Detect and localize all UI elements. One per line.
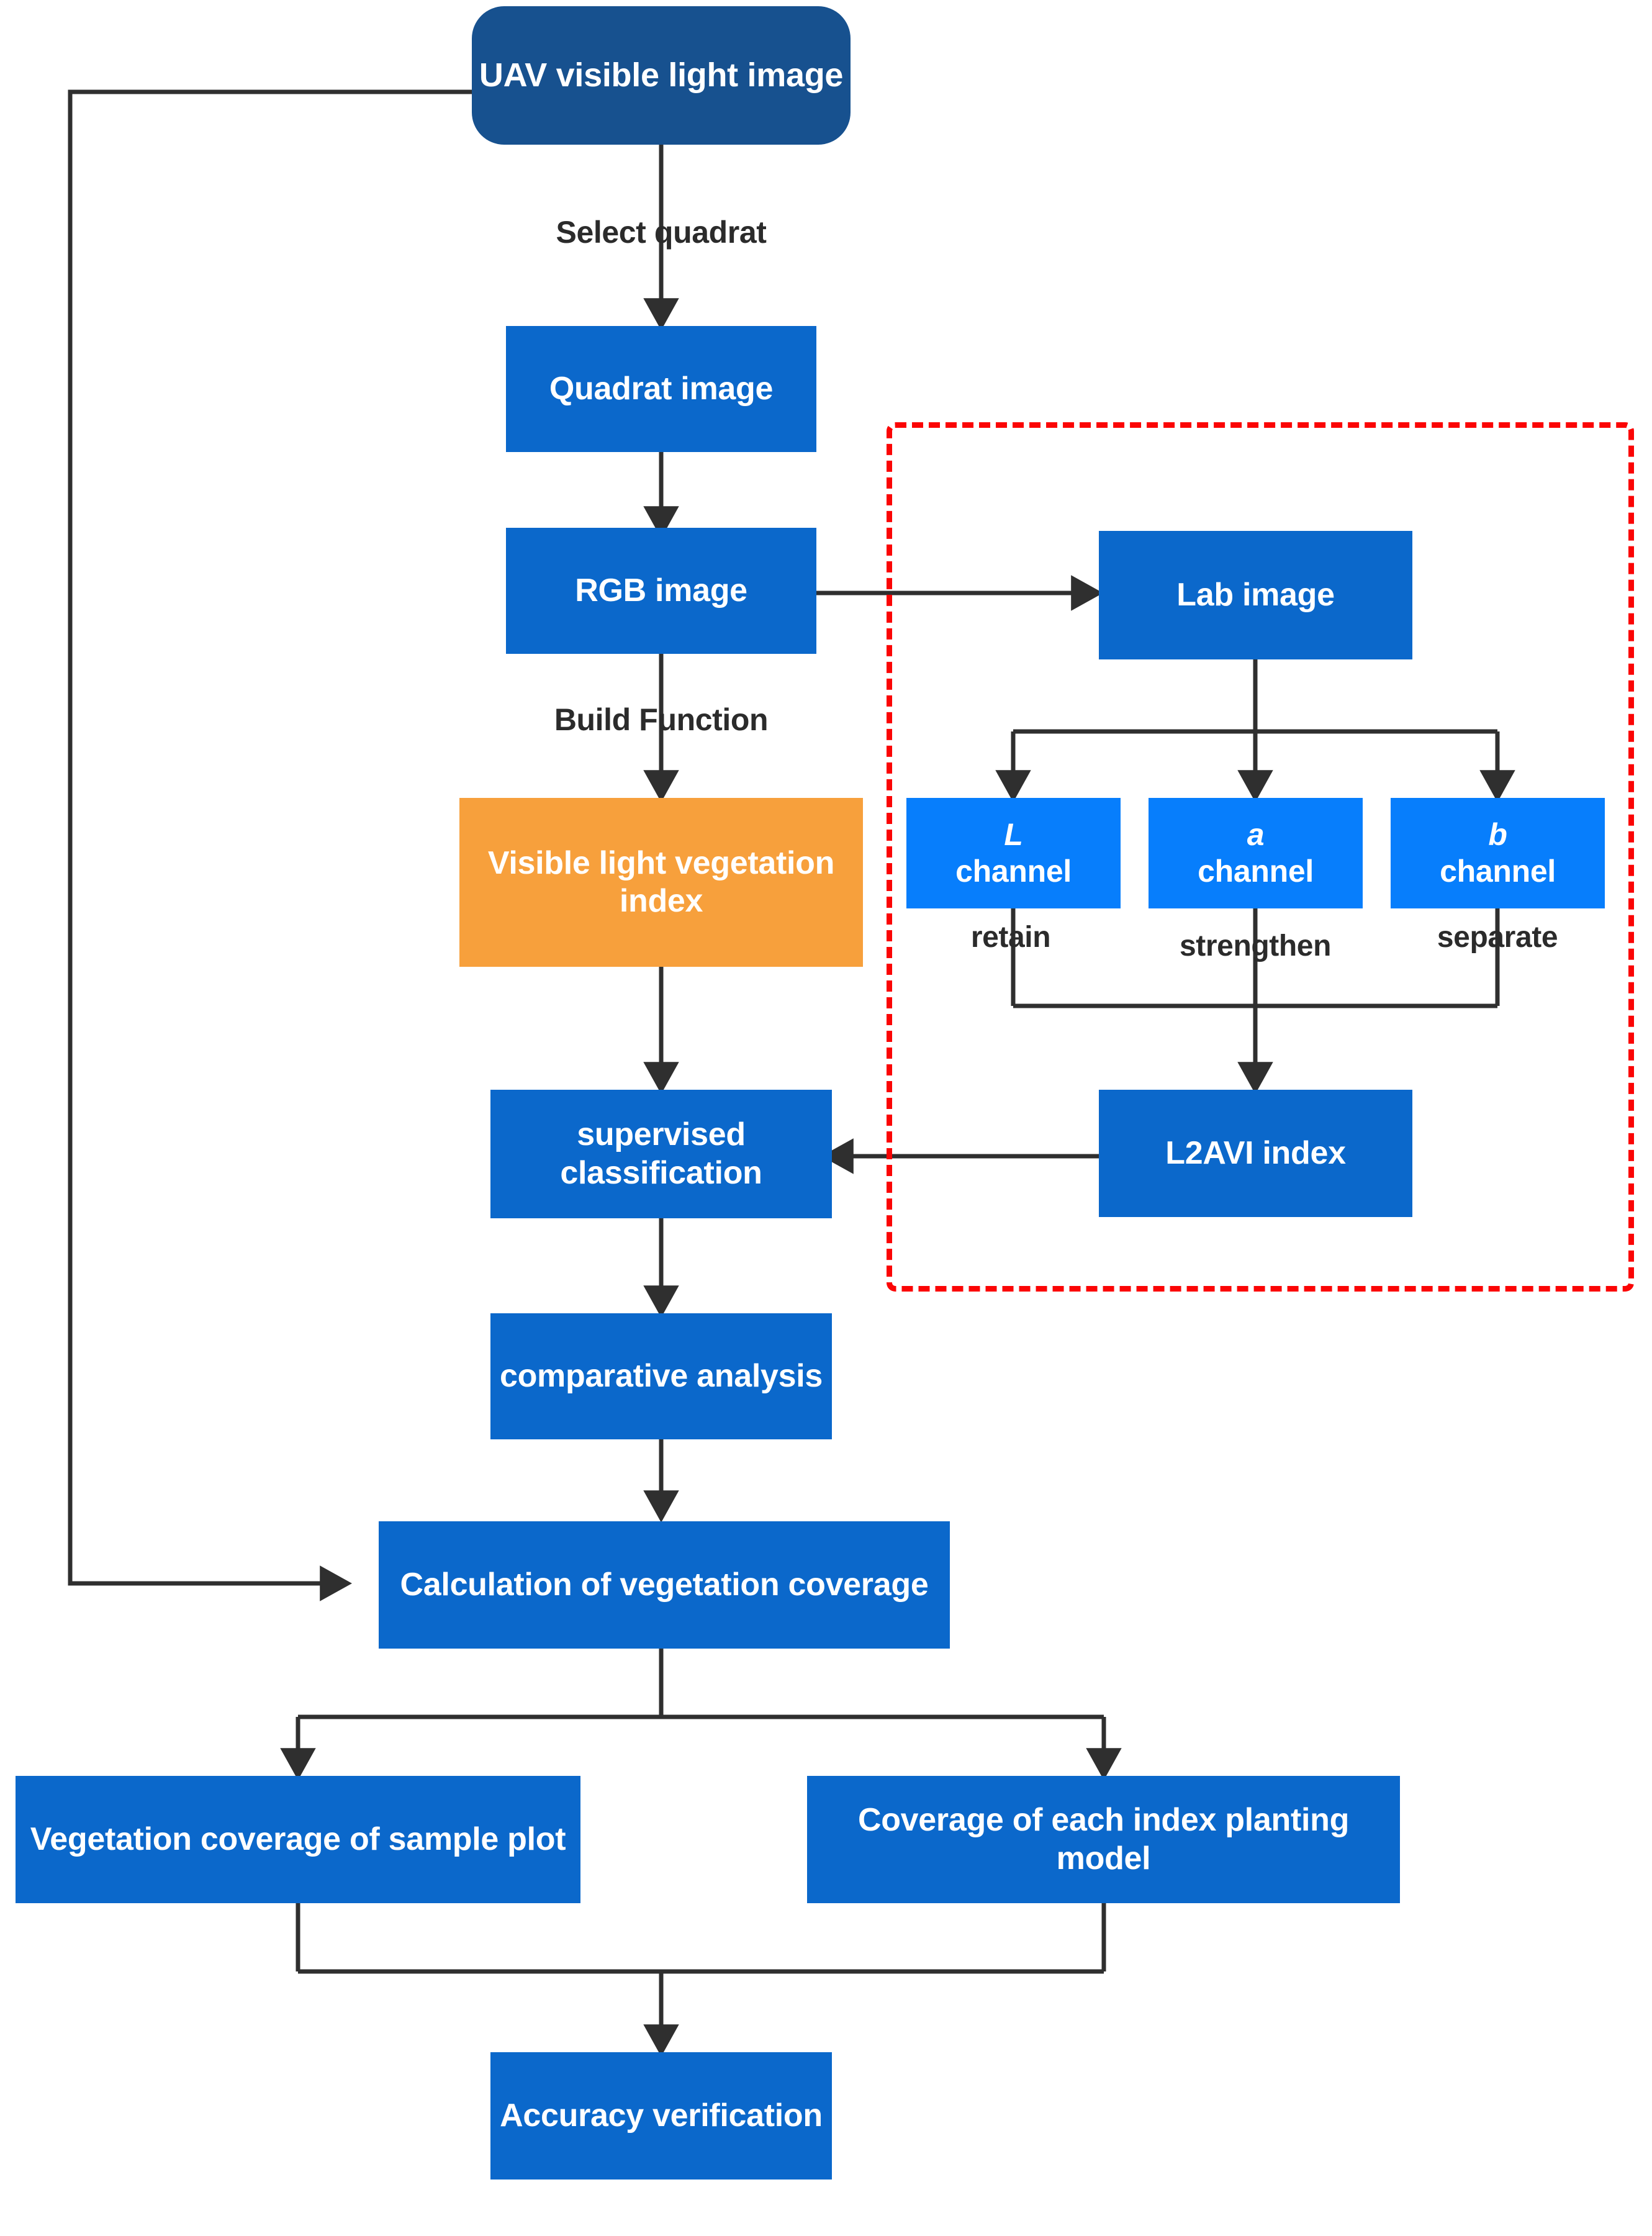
edge-label-retain: retain: [970, 921, 1051, 954]
edge-label-separate: separate: [1437, 921, 1558, 954]
node-comparative-analysis[interactable]: comparative analysis: [490, 1313, 832, 1439]
edge-label-build-function: Build Function: [554, 702, 769, 737]
l-channel-word: channel: [955, 854, 1072, 889]
node-lab-image[interactable]: Lab image: [1099, 531, 1412, 659]
node-calculation-of-vegetation-coverage[interactable]: Calculation of vegetation coverage: [379, 1521, 950, 1649]
edge-label-strengthen: strengthen: [1179, 930, 1332, 962]
node-coverage-of-each-index-planting-model[interactable]: Coverage of each index planting model: [807, 1776, 1400, 1903]
node-l-channel[interactable]: L channel: [906, 798, 1121, 908]
node-vegetation-coverage-of-sample-plot[interactable]: Vegetation coverage of sample plot: [16, 1776, 580, 1903]
a-channel-symbol: a: [1247, 817, 1265, 852]
node-supervised-classification[interactable]: supervised classification: [490, 1090, 832, 1218]
node-l2avi-index[interactable]: L2AVI index: [1099, 1090, 1412, 1217]
b-channel-word: channel: [1440, 854, 1556, 889]
node-visible-light-vegetation-index[interactable]: Visible light vegetation index: [459, 798, 863, 967]
node-rgb-image[interactable]: RGB image: [506, 528, 816, 654]
node-accuracy-verification[interactable]: Accuracy verification: [490, 2052, 832, 2179]
node-uav-visible-light-image[interactable]: UAV visible light image: [472, 6, 851, 145]
wire-feedback-uav-to-calculation: [68, 89, 472, 1601]
a-channel-word: channel: [1198, 854, 1314, 889]
edge-label-select-quadrat: Select quadrat: [556, 215, 767, 250]
b-channel-symbol: b: [1488, 817, 1507, 852]
l-channel-symbol: L: [1004, 817, 1023, 852]
lab-branch-group-boundary: [887, 422, 1634, 1292]
node-quadrat-image[interactable]: Quadrat image: [506, 326, 816, 452]
node-b-channel[interactable]: b channel: [1391, 798, 1605, 908]
node-a-channel[interactable]: a channel: [1149, 798, 1363, 908]
